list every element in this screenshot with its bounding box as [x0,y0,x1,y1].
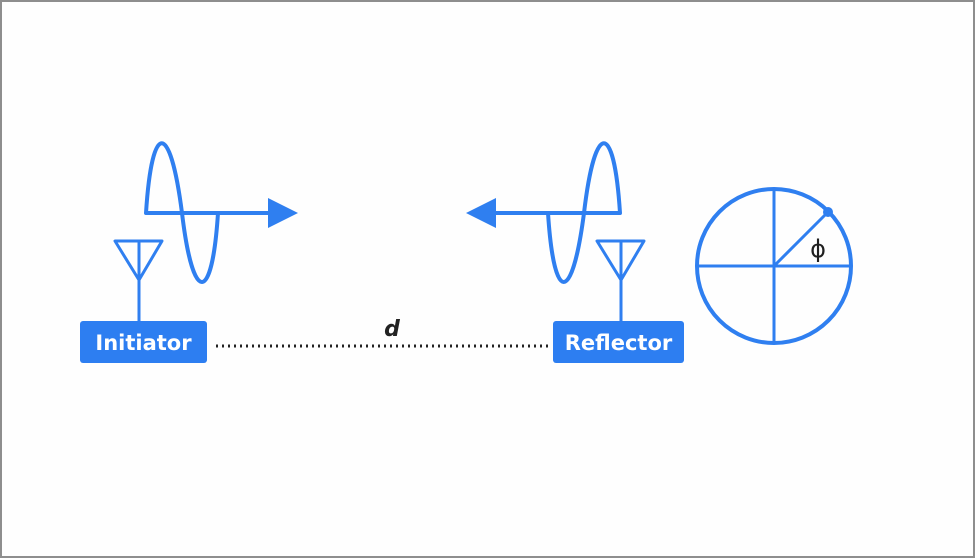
phase-point [823,207,833,217]
initiator-wave-arrow [144,141,298,284]
reflector-wave-arrow [466,141,622,284]
phase-vector [772,210,830,268]
phase-circle-icon: ϕ [695,187,853,345]
sine-wave-icon [546,141,622,284]
arrow-right-icon [268,198,298,228]
initiator-box: Initiator [80,321,207,363]
distance-label: d [384,317,400,342]
arrow-left-icon [466,198,496,228]
reflector-box: Reflector [553,321,684,363]
reflector-label: Reflector [565,331,673,355]
reflector-antenna-icon [595,239,646,321]
phase-label: ϕ [810,235,826,263]
initiator-label: Initiator [95,331,192,355]
initiator-antenna-icon [113,239,164,321]
